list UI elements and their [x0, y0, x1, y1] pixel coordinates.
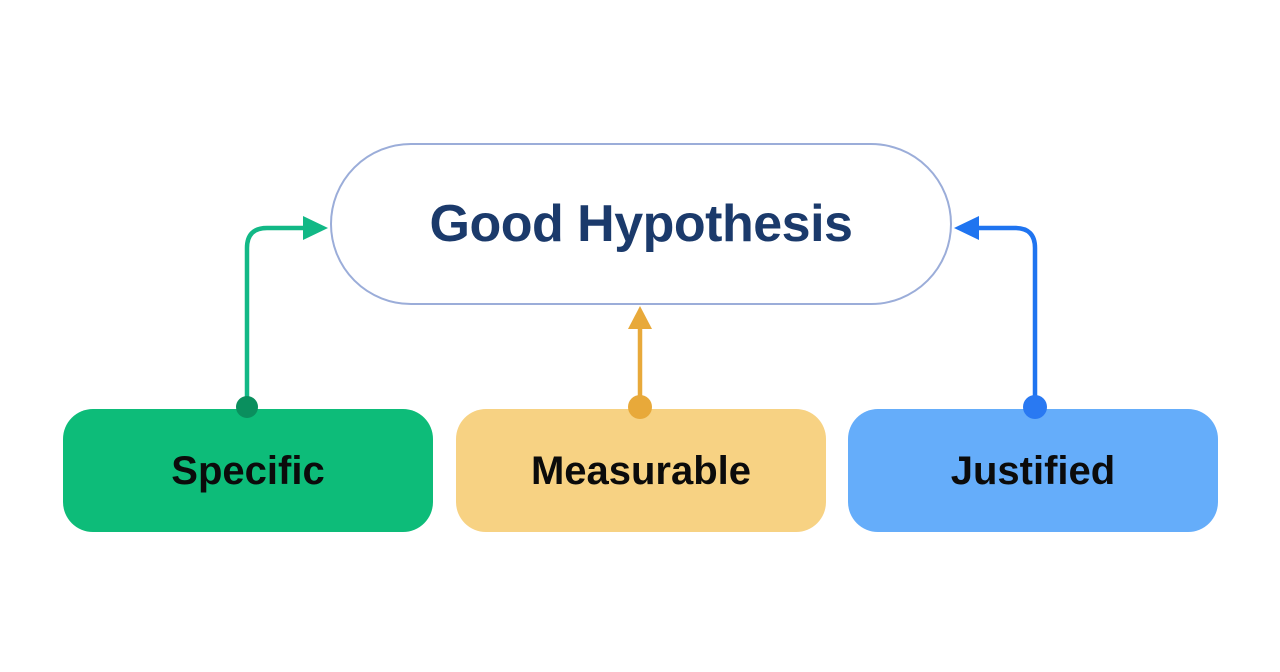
- connector-justified: [954, 216, 1038, 407]
- connector-measurable: [628, 306, 652, 407]
- criterion-node-justified-label: Justified: [950, 448, 1116, 493]
- connector-justified-arrowhead: [954, 216, 979, 240]
- connector-measurable-arrowhead: [628, 306, 652, 329]
- connector-justified-path: [979, 225, 1038, 407]
- hub-node-label: Good Hypothesis: [429, 195, 853, 253]
- criterion-node-specific[interactable]: Specific: [63, 409, 433, 532]
- criterion-node-specific-label: Specific: [171, 448, 325, 493]
- criterion-node-measurable-label: Measurable: [530, 448, 752, 493]
- connector-specific: [244, 216, 328, 407]
- anchor-dot-specific: [236, 396, 258, 418]
- anchor-dot-measurable: [628, 395, 652, 419]
- criterion-node-justified[interactable]: Justified: [848, 409, 1218, 532]
- connector-specific-arrowhead: [303, 216, 328, 240]
- criterion-node-measurable[interactable]: Measurable: [456, 409, 826, 532]
- connector-specific-path: [244, 225, 303, 407]
- hub-node-good-hypothesis[interactable]: Good Hypothesis: [330, 143, 952, 305]
- anchor-dot-justified: [1023, 395, 1047, 419]
